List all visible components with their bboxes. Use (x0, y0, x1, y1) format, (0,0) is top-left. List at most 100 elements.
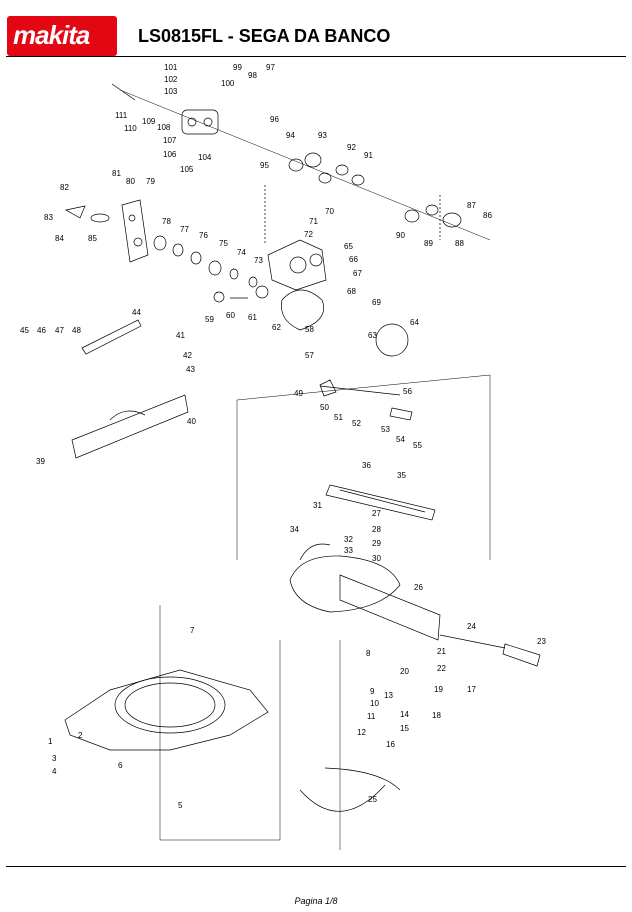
part-label-36: 36 (362, 461, 371, 470)
part-label-77: 77 (180, 225, 189, 234)
page-number: Pagina 1/8 (294, 896, 338, 906)
part-label-19: 19 (434, 685, 443, 694)
part-label-41: 41 (176, 331, 185, 340)
part-label-78: 78 (162, 217, 171, 226)
part-label-15: 15 (400, 724, 409, 733)
part-label-73: 73 (254, 256, 263, 265)
part-label-89: 89 (424, 239, 433, 248)
part-label-111: 111 (115, 111, 128, 120)
part-label-69: 69 (372, 298, 381, 307)
footer-rule (6, 866, 626, 867)
part-label-12: 12 (357, 728, 366, 737)
part-label-43: 43 (186, 365, 195, 374)
exploded-parts-diagram: 1011021039998971001111091081101071041061… (20, 63, 546, 850)
part-label-101: 101 (164, 63, 178, 72)
page-header: makita LS0815FL - SEGA DA BANCO (0, 0, 632, 60)
part-label-71: 71 (309, 217, 318, 226)
document-title: LS0815FL - SEGA DA BANCO (138, 26, 391, 46)
part-label-25: 25 (368, 795, 377, 804)
part-label-94: 94 (286, 131, 295, 140)
part-label-96: 96 (270, 115, 279, 124)
part-label-53: 53 (381, 425, 390, 434)
part-label-64: 64 (410, 318, 419, 327)
part-label-17: 17 (467, 685, 476, 694)
part-label-40: 40 (187, 417, 196, 426)
part-label-23: 23 (537, 637, 546, 646)
part-label-50: 50 (320, 403, 329, 412)
part-label-13: 13 (384, 691, 393, 700)
part-label-97: 97 (266, 63, 275, 72)
part-label-105: 105 (180, 165, 194, 174)
header-rule (6, 56, 626, 57)
part-number-labels: 1011021039998971001111091081101071041061… (20, 63, 546, 810)
part-label-2: 2 (78, 731, 83, 740)
part-label-100: 100 (221, 79, 235, 88)
part-label-109: 109 (142, 117, 156, 126)
part-label-107: 107 (163, 136, 177, 145)
part-label-45: 45 (20, 326, 29, 335)
part-label-110: 110 (124, 124, 137, 133)
part-label-42: 42 (183, 351, 192, 360)
part-label-7: 7 (190, 626, 195, 635)
brand-name: makita (13, 20, 90, 50)
part-label-54: 54 (396, 435, 405, 444)
makita-logo: makita (7, 16, 117, 56)
part-label-76: 76 (199, 231, 208, 240)
part-label-28: 28 (372, 525, 381, 534)
part-label-16: 16 (386, 740, 395, 749)
part-label-65: 65 (344, 242, 353, 251)
part-label-5: 5 (178, 801, 183, 810)
part-label-58: 58 (305, 325, 314, 334)
part-label-60: 60 (226, 311, 235, 320)
part-label-62: 62 (272, 323, 281, 332)
part-label-91: 91 (364, 151, 373, 160)
part-label-24: 24 (467, 622, 476, 631)
part-label-75: 75 (219, 239, 228, 248)
part-label-31: 31 (313, 501, 322, 510)
part-label-48: 48 (72, 326, 81, 335)
part-label-32: 32 (344, 535, 353, 544)
part-label-14: 14 (400, 710, 409, 719)
part-label-49: 49 (294, 389, 303, 398)
part-label-68: 68 (347, 287, 356, 296)
part-label-72: 72 (304, 230, 313, 239)
part-label-102: 102 (164, 75, 178, 84)
part-label-103: 103 (164, 87, 178, 96)
part-label-34: 34 (290, 525, 299, 534)
part-label-56: 56 (403, 387, 412, 396)
part-label-108: 108 (157, 123, 171, 132)
part-label-46: 46 (37, 326, 46, 335)
part-label-85: 85 (88, 234, 97, 243)
part-label-4: 4 (52, 767, 57, 776)
part-label-21: 21 (437, 647, 446, 656)
part-label-74: 74 (237, 248, 246, 257)
part-label-33: 33 (344, 546, 353, 555)
part-label-18: 18 (432, 711, 441, 720)
part-label-27: 27 (372, 509, 381, 518)
part-label-79: 79 (146, 177, 155, 186)
part-label-70: 70 (325, 207, 334, 216)
part-label-9: 9 (370, 687, 375, 696)
part-label-20: 20 (400, 667, 409, 676)
part-label-104: 104 (198, 153, 212, 162)
part-label-92: 92 (347, 143, 356, 152)
part-label-99: 99 (233, 63, 242, 72)
part-label-47: 47 (55, 326, 64, 335)
part-label-83: 83 (44, 213, 53, 222)
part-label-61: 61 (248, 313, 257, 322)
part-label-3: 3 (52, 754, 57, 763)
part-label-30: 30 (372, 554, 381, 563)
part-label-106: 106 (163, 150, 177, 159)
part-label-55: 55 (413, 441, 422, 450)
part-label-52: 52 (352, 419, 361, 428)
part-label-82: 82 (60, 183, 69, 192)
part-label-35: 35 (397, 471, 406, 480)
part-label-93: 93 (318, 131, 327, 140)
part-label-67: 67 (353, 269, 362, 278)
part-label-26: 26 (414, 583, 423, 592)
part-label-8: 8 (366, 649, 371, 658)
part-label-59: 59 (205, 315, 214, 324)
part-label-11: 11 (367, 712, 376, 721)
part-label-81: 81 (112, 169, 121, 178)
part-label-44: 44 (132, 308, 141, 317)
